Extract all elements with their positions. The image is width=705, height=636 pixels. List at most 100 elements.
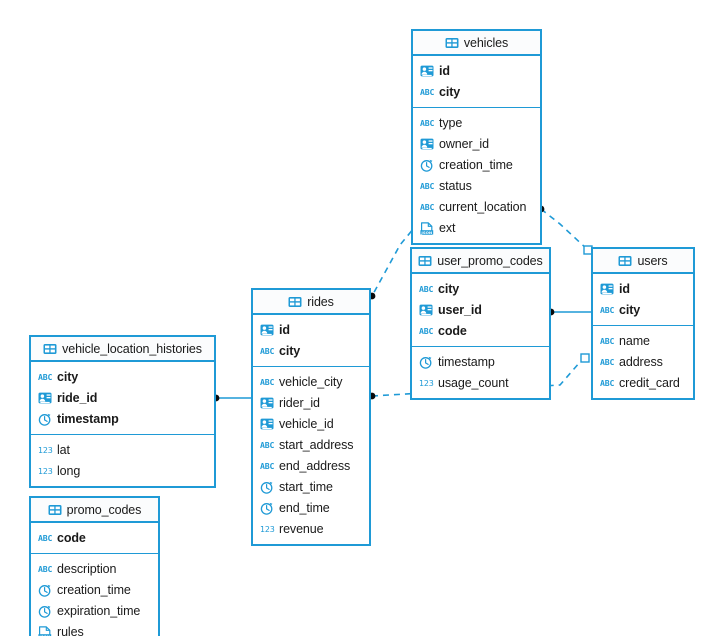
- relationship-rel-vlh-rides[interactable]: [212, 394, 251, 402]
- field-row[interactable]: rider_id: [253, 392, 369, 413]
- field-row[interactable]: start_time: [253, 476, 369, 497]
- abc-text-icon: ABC: [38, 371, 53, 383]
- abc-text-icon: ABC: [419, 283, 434, 295]
- svg-text:ABC: ABC: [419, 326, 433, 336]
- field-row[interactable]: ride_id: [31, 387, 214, 408]
- field-row[interactable]: JSON rules: [31, 621, 158, 636]
- field-row[interactable]: vehicle_id: [253, 413, 369, 434]
- table-grid-icon: [618, 255, 632, 267]
- svg-text:ABC: ABC: [600, 378, 614, 388]
- abc-text-icon: ABC: [260, 439, 275, 451]
- abc-text-icon: ABC: [260, 460, 275, 472]
- field-name: name: [619, 333, 650, 348]
- table-header[interactable]: user_promo_codes: [412, 249, 549, 274]
- field-name: revenue: [279, 521, 324, 536]
- field-row[interactable]: ABC start_address: [253, 434, 369, 455]
- svg-text:123: 123: [419, 379, 434, 388]
- svg-text:ABC: ABC: [260, 440, 274, 450]
- field-row[interactable]: creation_time: [413, 154, 540, 175]
- svg-text:ABC: ABC: [260, 377, 274, 387]
- abc-text-icon: ABC: [420, 86, 435, 98]
- table-title: rides: [307, 294, 334, 309]
- table-header[interactable]: users: [593, 249, 693, 274]
- field-row[interactable]: ABC vehicle_city: [253, 371, 369, 392]
- abc-text-icon: ABC: [420, 180, 435, 192]
- table-header[interactable]: promo_codes: [31, 498, 158, 523]
- field-row[interactable]: ABC name: [593, 330, 693, 351]
- field-row[interactable]: end_time: [253, 497, 369, 518]
- field-row[interactable]: timestamp: [412, 351, 549, 372]
- field-row[interactable]: id: [593, 278, 693, 299]
- svg-text:JSON: JSON: [420, 229, 432, 234]
- svg-text:ABC: ABC: [420, 202, 434, 212]
- field-name: end_time: [279, 500, 330, 515]
- primary-key-section: ABC code: [31, 523, 158, 554]
- abc-text-icon: ABC: [420, 117, 435, 129]
- field-name: rules: [57, 624, 84, 636]
- field-row[interactable]: expiration_time: [31, 600, 158, 621]
- field-row[interactable]: owner_id: [413, 133, 540, 154]
- field-name: code: [57, 530, 86, 545]
- table-header[interactable]: rides: [253, 290, 369, 315]
- field-row[interactable]: id: [253, 319, 369, 340]
- field-name: vehicle_city: [279, 374, 343, 389]
- field-name: start_address: [279, 437, 354, 452]
- relationship-line: [540, 208, 589, 251]
- clock-icon: [38, 584, 52, 597]
- field-name: creation_time: [57, 582, 131, 597]
- field-name: type: [439, 115, 463, 130]
- abc-text-icon: ABC: [600, 335, 615, 347]
- field-name: id: [279, 322, 290, 337]
- field-row[interactable]: ABC code: [412, 320, 549, 341]
- abc-text-icon: ABC: [260, 345, 275, 357]
- field-row[interactable]: timestamp: [31, 408, 214, 429]
- field-row[interactable]: id: [413, 60, 540, 81]
- field-name: credit_card: [619, 375, 680, 390]
- relationship-rel-user-promo-codes-users[interactable]: [547, 308, 591, 316]
- field-name: user_id: [438, 302, 482, 317]
- clock-icon: [260, 481, 274, 494]
- field-name: lat: [57, 442, 70, 457]
- table-header[interactable]: vehicle_location_histories: [31, 337, 214, 362]
- abc-text-icon: ABC: [38, 563, 53, 575]
- field-row[interactable]: user_id: [412, 299, 549, 320]
- abc-text-icon: ABC: [38, 532, 53, 544]
- field-row[interactable]: creation_time: [31, 579, 158, 600]
- json-document-icon: JSON: [38, 625, 52, 636]
- field-row[interactable]: ABC credit_card: [593, 372, 693, 393]
- field-row[interactable]: ABC type: [413, 112, 540, 133]
- table-grid-icon: [43, 343, 57, 355]
- field-row[interactable]: ABC code: [31, 527, 158, 548]
- field-name: code: [438, 323, 467, 338]
- svg-text:ABC: ABC: [600, 357, 614, 367]
- table-header[interactable]: vehicles: [413, 31, 540, 56]
